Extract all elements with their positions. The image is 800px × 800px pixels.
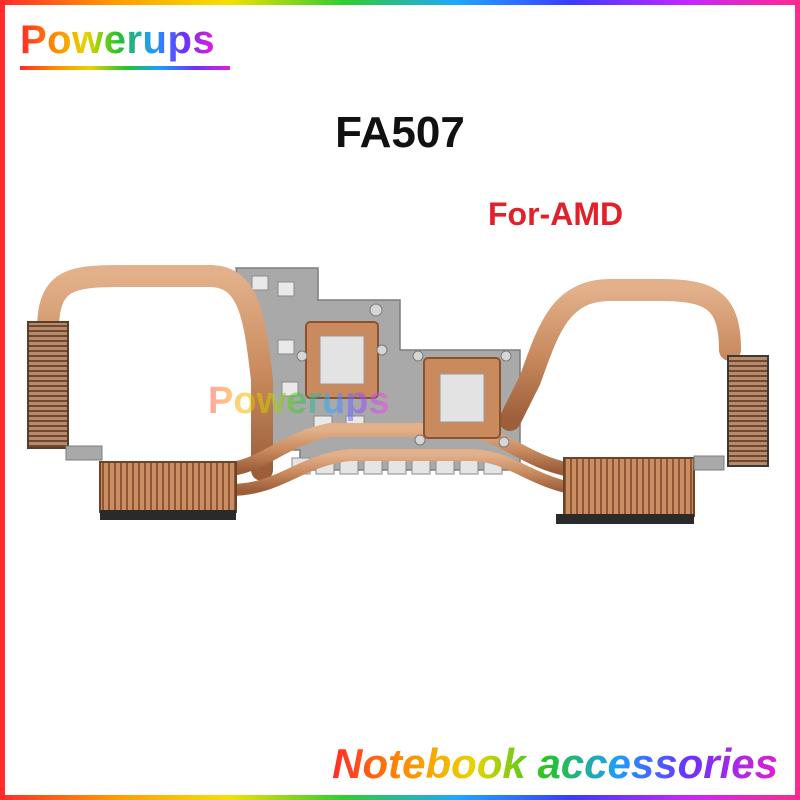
brand-logo-underline [20,66,230,70]
left-fin-stack [27,321,237,520]
product-model-title: FA507 [335,108,465,157]
brand-logo: Powerups [20,18,216,62]
heat-pipes [37,265,741,500]
tagline-banner: Notebook accessories [332,740,778,787]
product-variant-label: For-AMD [488,196,624,232]
right-fin-stack [556,355,769,524]
cpu-cold-plate [305,321,379,399]
watermark-logo: Powerups [208,380,390,422]
gpu-cold-plate [423,357,501,439]
